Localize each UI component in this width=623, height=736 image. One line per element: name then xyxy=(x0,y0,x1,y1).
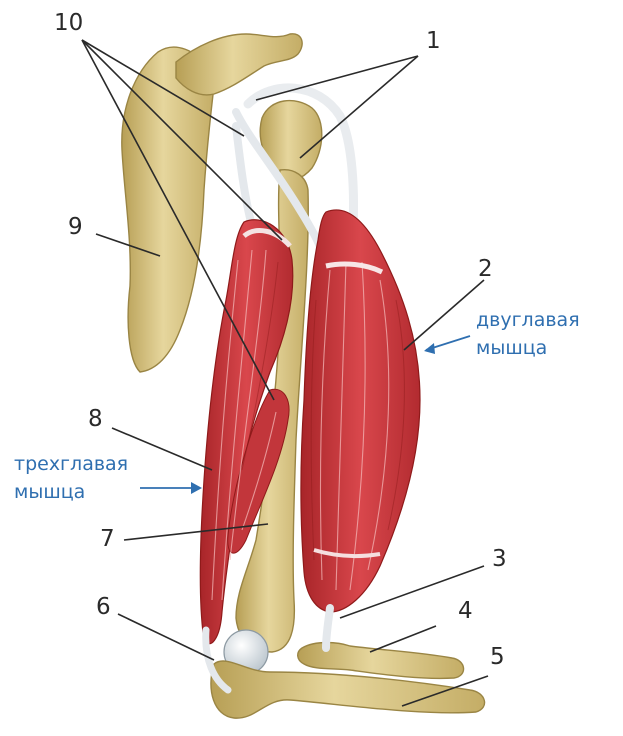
scapula xyxy=(121,46,215,373)
label-3: 3 xyxy=(492,546,507,572)
triceps-caption-line1: трехглавая xyxy=(14,453,128,475)
biceps-long-head-tendon xyxy=(243,83,358,249)
label-2: 2 xyxy=(478,256,493,282)
triceps-long-head-tendon xyxy=(232,122,256,230)
label-7: 7 xyxy=(100,526,115,552)
label-6: 6 xyxy=(96,594,111,620)
biceps-caption-line1: двуглавая xyxy=(476,309,580,331)
leader-lines xyxy=(81,39,489,707)
triceps xyxy=(199,219,294,645)
label-5: 5 xyxy=(490,644,505,670)
biceps-tendon xyxy=(322,604,334,652)
triceps-caption-line2: мышца xyxy=(14,481,85,503)
label-8: 8 xyxy=(88,406,103,432)
label-9: 9 xyxy=(68,214,83,240)
label-4: 4 xyxy=(458,598,473,624)
biceps-short-head-tendon xyxy=(232,108,326,256)
ulna xyxy=(210,660,486,719)
label-10: 10 xyxy=(54,10,83,36)
triceps-tendon xyxy=(202,626,232,694)
caption-arrows xyxy=(140,335,471,494)
biceps-caption-line2: мышца xyxy=(476,337,547,359)
label-1: 1 xyxy=(426,28,441,54)
radius xyxy=(297,641,465,680)
acromion xyxy=(175,33,303,96)
